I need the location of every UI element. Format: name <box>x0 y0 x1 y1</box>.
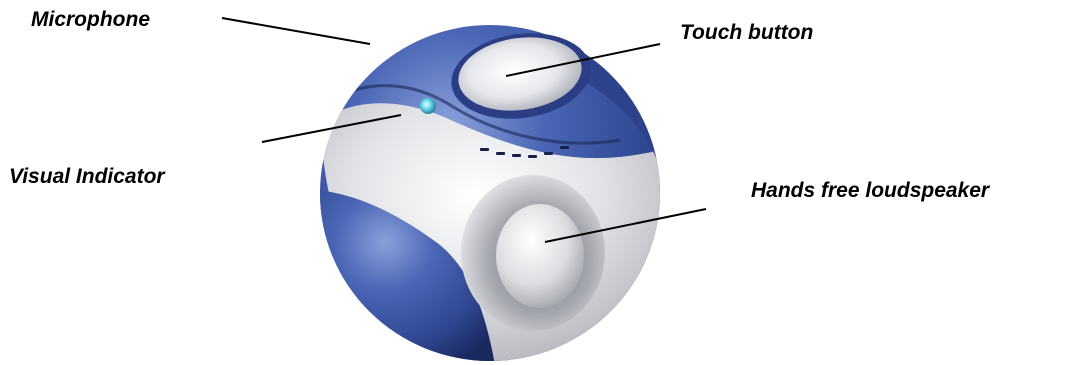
microphone-pointer <box>222 18 370 44</box>
visual-indicator-led <box>420 98 436 114</box>
loudspeaker-grille <box>496 204 584 308</box>
